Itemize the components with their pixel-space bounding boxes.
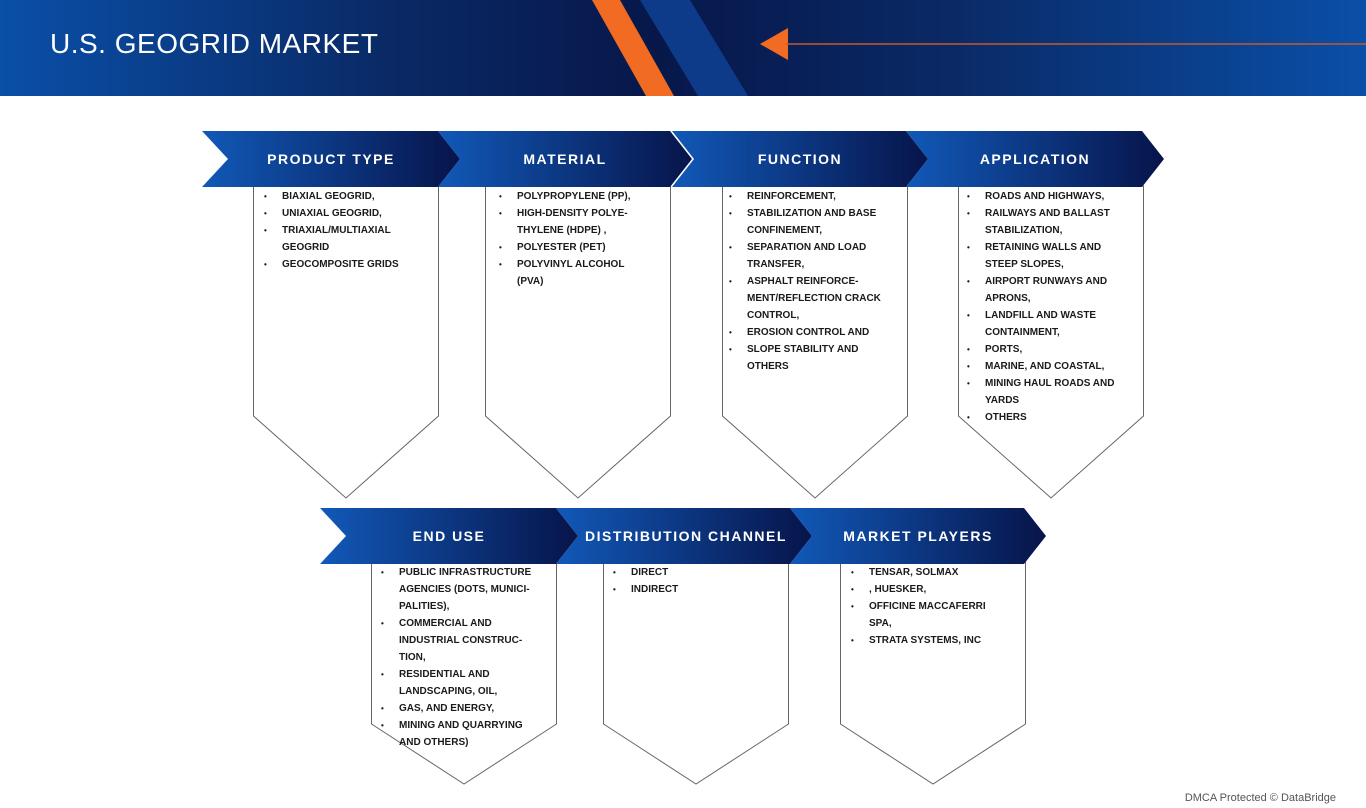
segment-items: TENSAR, SOLMAX, HUESKER,OFFICINE MACCAFE…: [851, 564, 1011, 649]
segment-market-players: TENSAR, SOLMAX, HUESKER,OFFICINE MACCAFE…: [840, 561, 1026, 786]
footer-copyright: DMCA Protected © DataBridge: [1184, 792, 1336, 804]
list-item: ASPHALT REINFORCE-MENT/REFLECTION CRACK …: [729, 273, 895, 324]
list-item: OTHERS: [967, 409, 1133, 426]
arrow-head-icon: [760, 28, 788, 60]
segment-application: ROADS AND HIGHWAYS,RAILWAYS AND BALLAST …: [958, 185, 1144, 500]
banner-end-use: END USE: [320, 508, 578, 564]
list-item: , HUESKER,: [851, 581, 1011, 598]
banner-label: MATERIAL: [523, 151, 607, 167]
banner-product-type: PRODUCT TYPE: [202, 131, 460, 187]
segment-function: REINFORCEMENT,STABILIZATION AND BASE CON…: [722, 185, 908, 500]
list-item: PORTS,: [967, 341, 1133, 358]
banner-function: FUNCTION: [672, 131, 928, 187]
list-item: AIRPORT RUNWAYS AND APRONS,: [967, 273, 1133, 307]
list-item: STRATA SYSTEMS, INC: [851, 632, 1011, 649]
segment-items: BIAXIAL GEOGRID,UNIAXIAL GEOGRID,TRIAXIA…: [264, 188, 414, 273]
list-item: RESIDENTIAL AND LANDSCAPING, OIL,: [381, 666, 539, 700]
list-item: OFFICINE MACCAFERRI SPA,: [851, 598, 1011, 632]
list-item: POLYESTER (PET): [499, 239, 651, 256]
list-item: TRIAXIAL/MULTIAXIAL GEOGRID: [264, 222, 414, 256]
banner-market-players: MARKET PLAYERS: [790, 508, 1046, 564]
banner-label: DISTRIBUTION CHANNEL: [585, 528, 787, 544]
header-stripe-blue: [640, 0, 748, 96]
list-item: ROADS AND HIGHWAYS,: [967, 188, 1133, 205]
list-item: STABILIZATION AND BASE CONFINEMENT,: [729, 205, 895, 239]
segment-material: POLYPROPYLENE (PP),HIGH-DENSITY POLYE-TH…: [485, 185, 671, 500]
banner-material: MATERIAL: [438, 131, 692, 187]
banner-application: APPLICATION: [906, 131, 1164, 187]
list-item: LANDFILL AND WASTE CONTAINMENT,: [967, 307, 1133, 341]
list-item: POLYVINYL ALCOHOL (PVA): [499, 256, 651, 290]
list-item: UNIAXIAL GEOGRID,: [264, 205, 414, 222]
banner-label: END USE: [412, 528, 486, 544]
segment-end-use: PUBLIC INFRASTRUCTURE AGENCIES (DOTS, MU…: [371, 561, 557, 786]
segment-items: POLYPROPYLENE (PP),HIGH-DENSITY POLYE-TH…: [499, 188, 651, 290]
list-item: SEPARATION AND LOAD TRANSFER,: [729, 239, 895, 273]
list-item: INDIRECT: [613, 581, 773, 598]
segment-product-type: BIAXIAL GEOGRID,UNIAXIAL GEOGRID,TRIAXIA…: [253, 185, 439, 500]
list-item: RAILWAYS AND BALLAST STABILIZATION,: [967, 205, 1133, 239]
banner-label: MARKET PLAYERS: [843, 528, 993, 544]
banner-label: APPLICATION: [979, 151, 1091, 167]
list-item: BIAXIAL GEOGRID,: [264, 188, 414, 205]
banner-label: PRODUCT TYPE: [267, 151, 395, 167]
list-item: MARINE, AND COASTAL,: [967, 358, 1133, 375]
list-item: MINING AND QUARRYING AND OTHERS): [381, 717, 539, 751]
banner-distribution-channel: DISTRIBUTION CHANNEL: [556, 508, 812, 564]
list-item: TENSAR, SOLMAX: [851, 564, 1011, 581]
segment-items: REINFORCEMENT,STABILIZATION AND BASE CON…: [729, 188, 895, 375]
header-banner: U.S. GEOGRID MARKET: [0, 0, 1366, 96]
list-item: RETAINING WALLS AND STEEP SLOPES,: [967, 239, 1133, 273]
segment-items: PUBLIC INFRASTRUCTURE AGENCIES (DOTS, MU…: [381, 564, 539, 751]
list-item: GEOCOMPOSITE GRIDS: [264, 256, 414, 273]
banner-label: FUNCTION: [757, 151, 843, 167]
list-item: SLOPE STABILITY AND OTHERS: [729, 341, 895, 375]
segment-items: ROADS AND HIGHWAYS,RAILWAYS AND BALLAST …: [967, 188, 1133, 426]
segment-items: DIRECTINDIRECT: [613, 564, 773, 598]
header-decoration: [592, 0, 1366, 96]
list-item: POLYPROPYLENE (PP),: [499, 188, 651, 205]
segment-distribution-channel: DIRECTINDIRECT: [603, 561, 789, 786]
list-item: COMMERCIAL AND INDUSTRIAL CONSTRUC-TION,: [381, 615, 539, 666]
list-item: DIRECT: [613, 564, 773, 581]
list-item: MINING HAUL ROADS AND YARDS: [967, 375, 1133, 409]
header-stripe-orange: [592, 0, 674, 96]
page-title: U.S. GEOGRID MARKET: [50, 28, 379, 59]
list-item: EROSION CONTROL AND: [729, 324, 895, 341]
list-item: PUBLIC INFRASTRUCTURE AGENCIES (DOTS, MU…: [381, 564, 539, 615]
list-item: GAS, AND ENERGY,: [381, 700, 539, 717]
list-item: HIGH-DENSITY POLYE-THYLENE (HDPE) ,: [499, 205, 651, 239]
list-item: REINFORCEMENT,: [729, 188, 895, 205]
